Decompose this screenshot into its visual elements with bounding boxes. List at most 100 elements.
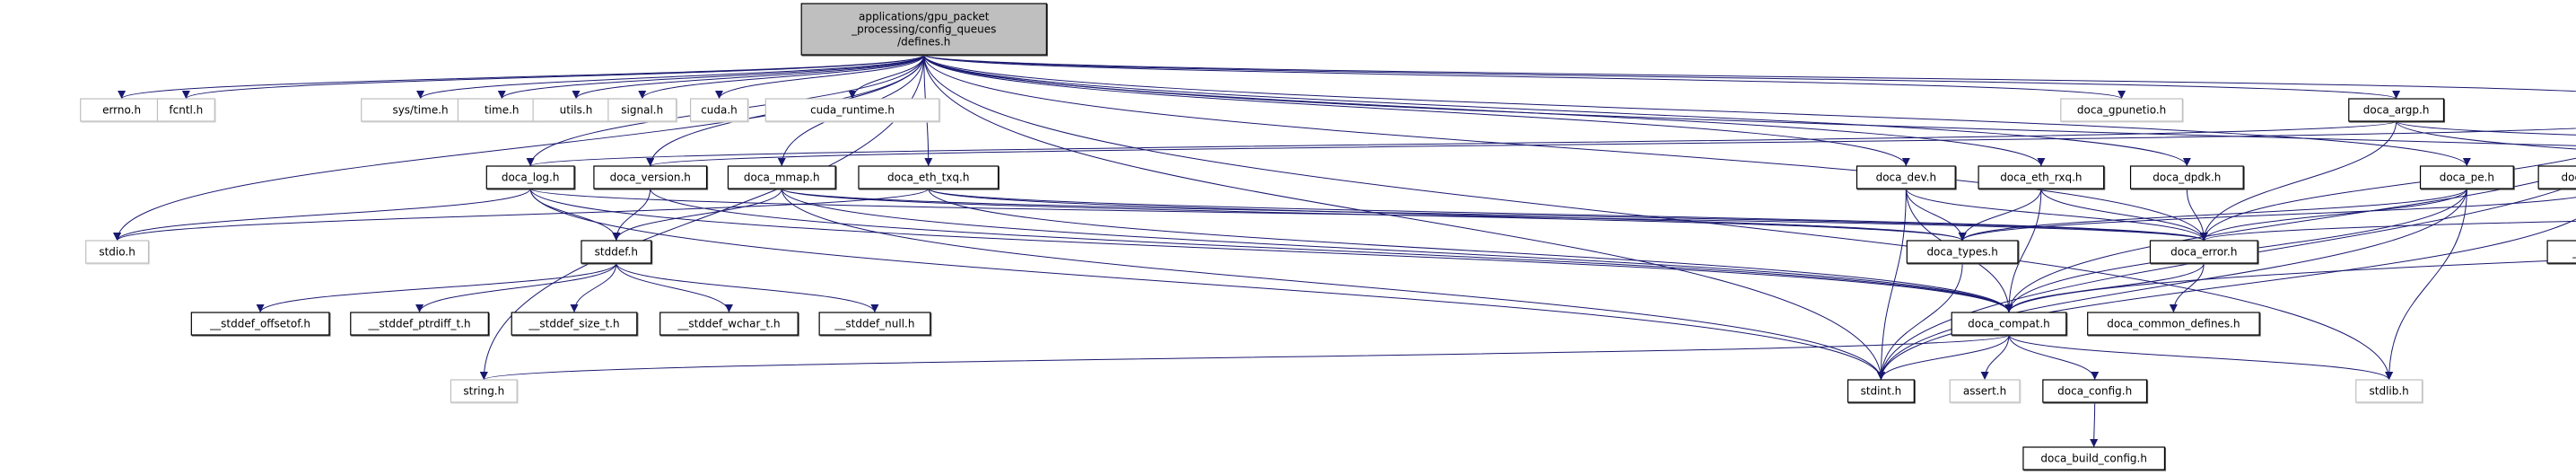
edge-line (1958, 188, 2467, 242)
node-box (689, 98, 748, 122)
edge-doca_dpdk-to-doca_error (2186, 188, 2208, 242)
node-box (156, 98, 215, 122)
node-stddef-ptrdiff[interactable]: __stddef_ptrdiff_t.h (350, 312, 489, 336)
node-stddef-null[interactable]: __stddef_null.h (818, 312, 931, 336)
node-box[interactable] (511, 312, 638, 336)
node-box[interactable] (2149, 240, 2258, 264)
node-stddef-wchar[interactable]: __stddef_wchar_t.h (659, 312, 799, 336)
edge-doca_log-to-stdio (113, 188, 531, 242)
node-doca-gpunetio: doca_gpunetio.h (2060, 98, 2183, 122)
edge-doca_compat-to-stdint (1876, 334, 2010, 381)
node-doca-config[interactable]: doca_config.h (2042, 379, 2148, 403)
node-label: doca_pe.h (2440, 172, 2494, 184)
node-doca-mmap[interactable]: doca_mmap.h (727, 165, 836, 189)
node-label: doca_eth_txq.h (887, 172, 969, 184)
edge-line (928, 188, 1967, 242)
node-doca-dpdk[interactable]: doca_dpdk.h (2129, 165, 2244, 189)
edge-doca_flow_crypto-to-doca_error (2200, 220, 2576, 242)
edge-line (113, 188, 531, 242)
node-box[interactable] (1856, 165, 1956, 189)
node-stdlib: stdlib.h (2355, 379, 2423, 403)
node-doca-flow-net[interactable]: doca_flow_net.h (2537, 165, 2576, 189)
edge-doca_eth_txq-to-stdio (113, 188, 930, 242)
edge-line (2004, 259, 2576, 313)
edge-doca_mmap-to-doca_error (781, 188, 2208, 242)
edge-line (923, 54, 1885, 381)
node-doca-build-config[interactable]: doca_build_config.h (2022, 446, 2166, 471)
edge-doca_flow-to-doca_compat (2004, 171, 2576, 313)
edge-doca_pe-to-doca_types (1958, 188, 2467, 242)
node-doca-eth-rxq[interactable]: doca_eth_rxq.h (1978, 165, 2105, 189)
edge-line (113, 54, 925, 242)
node-box[interactable] (485, 165, 575, 189)
node-doca-version[interactable]: doca_version.h (593, 165, 708, 189)
node-doca-dev[interactable]: doca_dev.h (1856, 165, 1956, 189)
node-stddef-offsetof[interactable]: __stddef_offsetof.h (190, 312, 330, 336)
edge-line (2008, 334, 2100, 381)
edge-doca_compat-to-assert (1980, 334, 2010, 381)
node-label: utils.h (560, 104, 593, 117)
edge-line (1876, 262, 1963, 381)
node-box[interactable] (593, 165, 708, 189)
node-box[interactable] (581, 240, 652, 264)
edge-doca_mmap-to-doca_compat (781, 188, 2013, 313)
edge-defines-to-time (497, 54, 925, 100)
node-box[interactable] (1847, 379, 1915, 403)
edge-line (923, 54, 2126, 100)
node-doca-log[interactable]: doca_log.h (485, 165, 575, 189)
edge-line (1876, 188, 1907, 381)
node-box[interactable] (350, 312, 489, 336)
node-defines[interactable]: applications/gpu_packet_processing/confi… (800, 3, 1047, 56)
node-cuda: cuda.h (689, 98, 748, 122)
node-stdint[interactable]: stdint.h (1847, 379, 1915, 403)
node-doca-pe[interactable]: doca_pe.h (2419, 165, 2514, 189)
edge-line (2199, 188, 2467, 242)
node-stdarg-va-copy[interactable]: __stdarg_va_copy.h (2546, 240, 2576, 264)
edge-line (616, 262, 879, 313)
node-label: doca_common_defines.h (2107, 318, 2240, 330)
edge-doca_flow-to-stdint (1876, 183, 2576, 381)
node-doca-types[interactable]: doca_types.h (1906, 240, 2019, 264)
edge-line (2040, 188, 2208, 242)
node-box (2060, 98, 2183, 122)
node-box[interactable] (190, 312, 330, 336)
node-box[interactable] (2087, 312, 2260, 336)
node-box[interactable] (659, 312, 799, 336)
edge-defines-to-stdint (923, 54, 1885, 381)
node-label: stddef.h (595, 246, 638, 259)
node-doca-error[interactable]: doca_error.h (2149, 240, 2258, 264)
node-stddef-size[interactable]: __stddef_size_t.h (511, 312, 638, 336)
node-box[interactable] (2042, 379, 2148, 403)
node-box[interactable] (2419, 165, 2514, 189)
node-box[interactable] (2546, 240, 2576, 264)
node-box[interactable] (1978, 165, 2105, 189)
node-string: string.h (450, 379, 518, 403)
node-box[interactable] (2537, 165, 2576, 189)
edge-line (2004, 171, 2576, 313)
node-label: doca_eth_rxq.h (2000, 172, 2082, 184)
node-label: doca_compat.h (1968, 318, 2050, 330)
edge-line (415, 262, 617, 313)
node-box[interactable] (858, 165, 1000, 189)
edge-doca_eth_txq-to-doca_error (928, 188, 2208, 242)
edge-defines-to-utils (572, 54, 925, 100)
node-box[interactable] (1951, 312, 2067, 336)
edge-defines-to-systime (416, 54, 925, 100)
node-doca-eth-txq[interactable]: doca_eth_txq.h (858, 165, 1000, 189)
node-stddef[interactable]: stddef.h (581, 240, 652, 264)
edge-line (612, 188, 782, 242)
node-box[interactable] (727, 165, 836, 189)
edge-line (848, 54, 925, 100)
node-doca-argp[interactable]: doca_argp.h (2348, 98, 2445, 122)
edge-doca_eth_txq-to-doca_types (928, 188, 1967, 242)
node-label: signal.h (621, 104, 663, 117)
node-box[interactable] (2022, 446, 2166, 471)
node-doca-common-defines[interactable]: doca_common_defines.h (2087, 312, 2260, 336)
node-doca-compat[interactable]: doca_compat.h (1951, 312, 2067, 336)
node-box[interactable] (2129, 165, 2244, 189)
node-box[interactable] (1906, 240, 2019, 264)
node-box[interactable] (800, 3, 1047, 56)
node-box[interactable] (2348, 98, 2445, 122)
node-label: sys/time.h (392, 104, 448, 117)
node-box[interactable] (818, 312, 931, 336)
